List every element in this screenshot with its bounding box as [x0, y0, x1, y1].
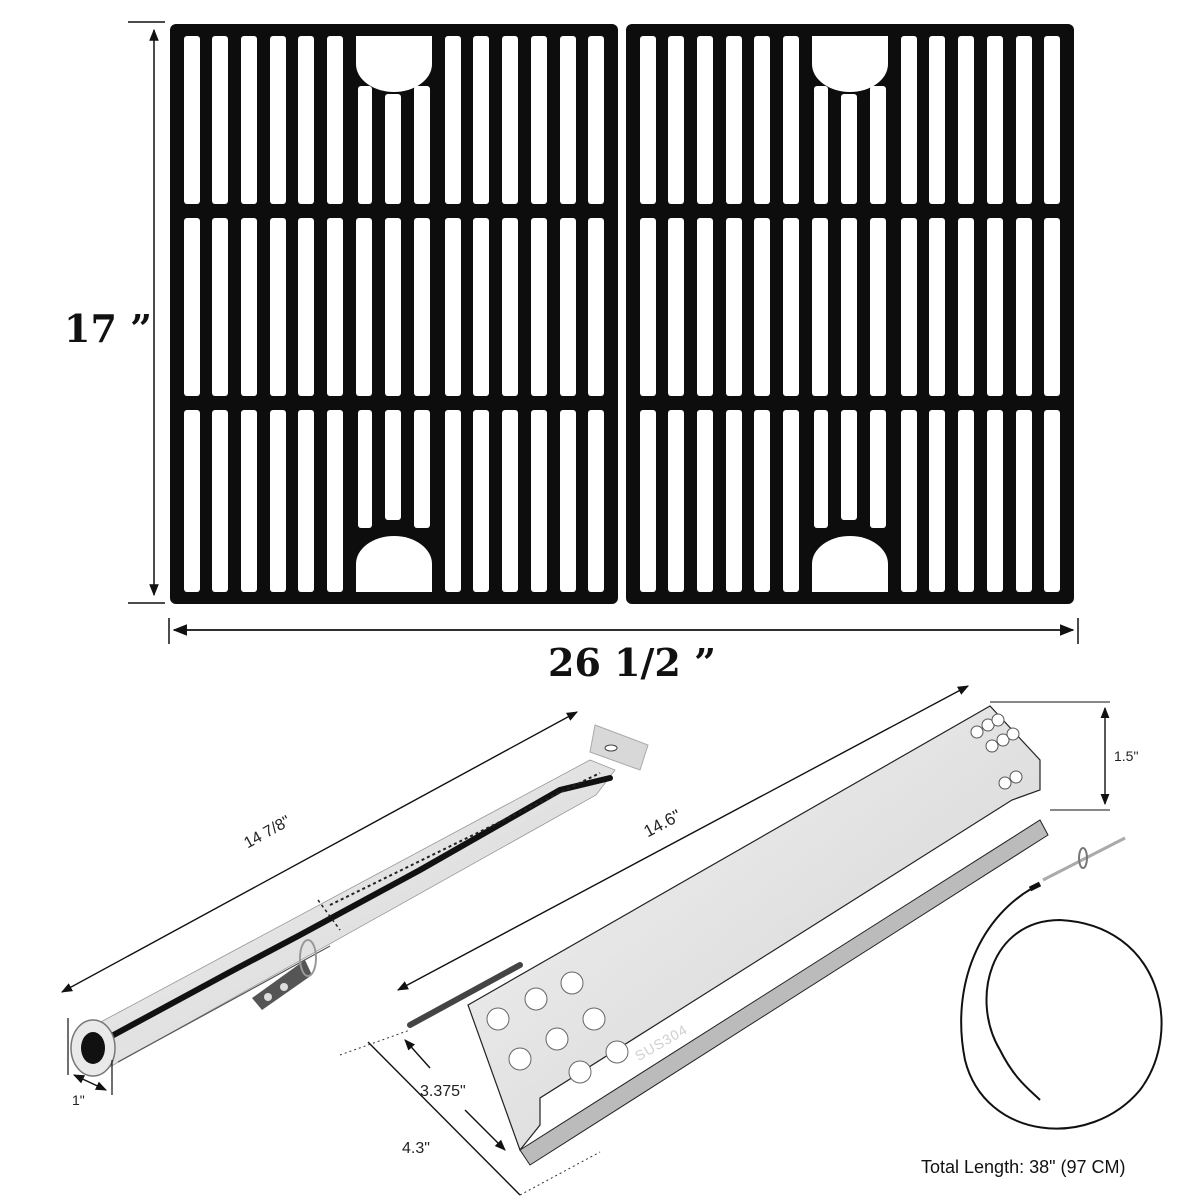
- heat-plate-outer-width-label: 4.3": [402, 1140, 430, 1157]
- igniter-wire: [960, 836, 1163, 1130]
- grate-height-dimension: [128, 21, 165, 604]
- grate-width-label: 26 1/2 ”: [548, 640, 716, 685]
- heat-plate-inner-width-label: 3.375": [420, 1083, 466, 1100]
- grate-width-dimension: [168, 618, 1079, 644]
- grate-height-label: 17 ”: [64, 306, 152, 351]
- igniter-length-label: Total Length: 38" (97 CM): [921, 1157, 1126, 1177]
- burner-diameter-label: 1": [72, 1092, 85, 1108]
- heat-plate: [339, 685, 1110, 1196]
- grate-right: [626, 24, 1074, 604]
- heat-plate-height-label: 1.5": [1114, 748, 1139, 764]
- grate-left: [170, 24, 618, 604]
